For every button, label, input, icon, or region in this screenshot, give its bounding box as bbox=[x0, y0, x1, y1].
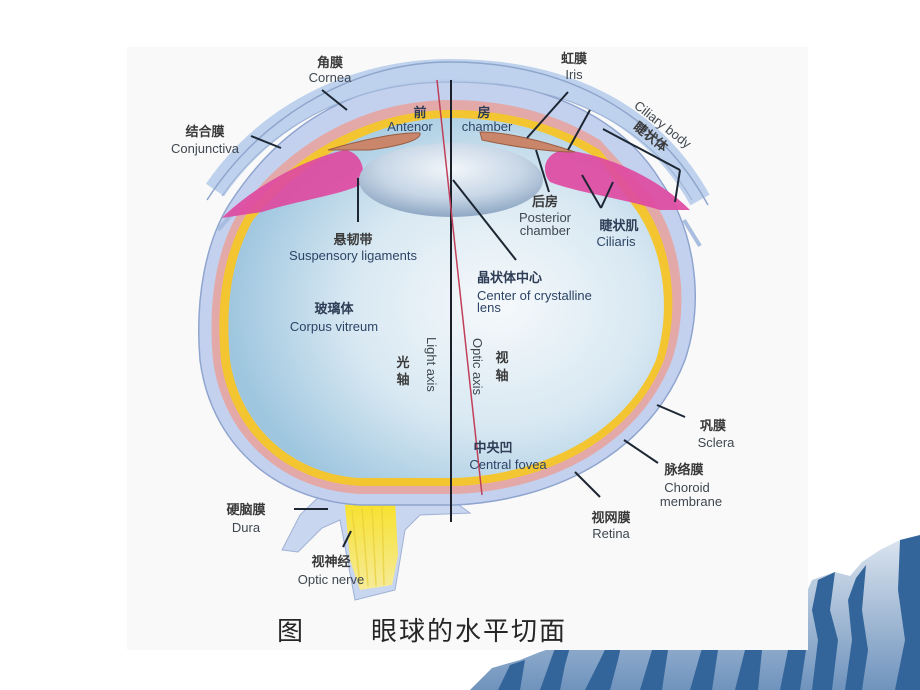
svg-text:Center of crystalline: Center of crystalline bbox=[477, 288, 592, 303]
svg-text:脉络膜: 脉络膜 bbox=[663, 462, 703, 478]
svg-text:后房: 后房 bbox=[532, 194, 558, 210]
figure-caption: 图 眼球的水平切面 bbox=[277, 617, 567, 647]
label-cornea: 角膜 Cornea bbox=[309, 55, 352, 85]
label-retina: 视网膜 Retina bbox=[591, 510, 630, 541]
label-iris: 虹膜 Iris bbox=[561, 51, 587, 82]
iris-left bbox=[327, 132, 421, 151]
label-conjunctiva: 结合膜 Conjunctiva bbox=[171, 124, 240, 156]
svg-text:Retina: Retina bbox=[592, 526, 630, 541]
svg-text:Light axis: Light axis bbox=[424, 337, 439, 392]
svg-text:Sclera: Sclera bbox=[698, 435, 736, 450]
svg-text:视神经: 视神经 bbox=[311, 554, 350, 570]
svg-text:membrane: membrane bbox=[660, 494, 722, 509]
svg-text:中央凹: 中央凹 bbox=[473, 440, 512, 456]
label-dura: 硬脑膜 Dura bbox=[226, 502, 265, 535]
svg-text:Antenor: Antenor bbox=[387, 119, 433, 134]
label-lens-center: 晶状体中心 Center of crystalline lens bbox=[477, 270, 592, 315]
svg-text:轴: 轴 bbox=[396, 372, 409, 388]
corpus-vitreum-region bbox=[228, 118, 664, 478]
svg-text:巩膜: 巩膜 bbox=[700, 418, 726, 434]
svg-text:光: 光 bbox=[395, 355, 409, 371]
svg-text:Choroid: Choroid bbox=[664, 480, 710, 495]
svg-text:Corpus vitreum: Corpus vitreum bbox=[290, 319, 378, 334]
svg-text:Ciliaris: Ciliaris bbox=[597, 234, 637, 249]
svg-text:图: 图 bbox=[277, 617, 303, 647]
label-optic-nerve: 视神经 Optic nerve bbox=[298, 554, 364, 587]
label-choroid: 脉络膜 Choroid membrane bbox=[660, 462, 722, 509]
label-optic-axis: Optic axis 视 轴 bbox=[470, 338, 509, 396]
svg-text:房: 房 bbox=[477, 105, 490, 121]
svg-text:lens: lens bbox=[477, 300, 501, 315]
cornea-layer bbox=[205, 58, 710, 206]
svg-text:玻璃体: 玻璃体 bbox=[314, 301, 354, 317]
iris-right bbox=[479, 131, 576, 153]
svg-text:视网膜: 视网膜 bbox=[591, 510, 630, 526]
svg-text:虹膜: 虹膜 bbox=[561, 51, 587, 67]
svg-text:悬韧带: 悬韧带 bbox=[333, 232, 372, 248]
label-suspensory-ligaments: 悬韧带 Suspensory ligaments bbox=[289, 232, 417, 263]
ciliary-body-right bbox=[545, 150, 690, 210]
svg-text:chamber: chamber bbox=[520, 223, 571, 238]
svg-text:Optic nerve: Optic nerve bbox=[298, 572, 364, 587]
svg-text:结合膜: 结合膜 bbox=[185, 124, 224, 140]
svg-text:睫状肌: 睫状肌 bbox=[599, 218, 638, 234]
svg-text:Conjunctiva: Conjunctiva bbox=[171, 141, 240, 156]
svg-text:chamber: chamber bbox=[462, 119, 513, 134]
svg-text:Dura: Dura bbox=[232, 520, 261, 535]
svg-text:Posterior: Posterior bbox=[519, 210, 572, 225]
svg-text:眼球的水平切面: 眼球的水平切面 bbox=[371, 617, 567, 647]
svg-text:前: 前 bbox=[413, 105, 426, 121]
svg-text:Optic axis: Optic axis bbox=[470, 338, 485, 396]
label-anterior-chamber: 前 Antenor 房 chamber bbox=[387, 105, 513, 134]
optic-axis-line bbox=[436, 79, 483, 496]
svg-text:Cornea: Cornea bbox=[309, 70, 352, 85]
svg-text:角膜: 角膜 bbox=[317, 55, 343, 71]
svg-text:Suspensory ligaments: Suspensory ligaments bbox=[289, 248, 417, 263]
leader-lines bbox=[250, 89, 686, 548]
svg-text:轴: 轴 bbox=[495, 368, 508, 384]
svg-text:视: 视 bbox=[495, 350, 508, 366]
label-central-fovea: 中央凹 Central fovea bbox=[469, 440, 547, 472]
label-sclera: 巩膜 Sclera bbox=[698, 418, 736, 450]
label-posterior-chamber: 后房 Posterior chamber bbox=[519, 194, 572, 238]
label-corpus-vitreum: 玻璃体 Corpus vitreum bbox=[290, 301, 378, 334]
label-ciliaris: 睫状肌 Ciliaris bbox=[597, 218, 639, 249]
svg-text:Iris: Iris bbox=[565, 67, 583, 82]
svg-text:硬脑膜: 硬脑膜 bbox=[226, 502, 265, 518]
svg-text:Central fovea: Central fovea bbox=[469, 457, 547, 472]
label-light-axis: 光 轴 Light axis bbox=[395, 337, 439, 392]
ciliary-body-left bbox=[222, 150, 364, 218]
svg-text:晶状体中心: 晶状体中心 bbox=[477, 270, 542, 286]
